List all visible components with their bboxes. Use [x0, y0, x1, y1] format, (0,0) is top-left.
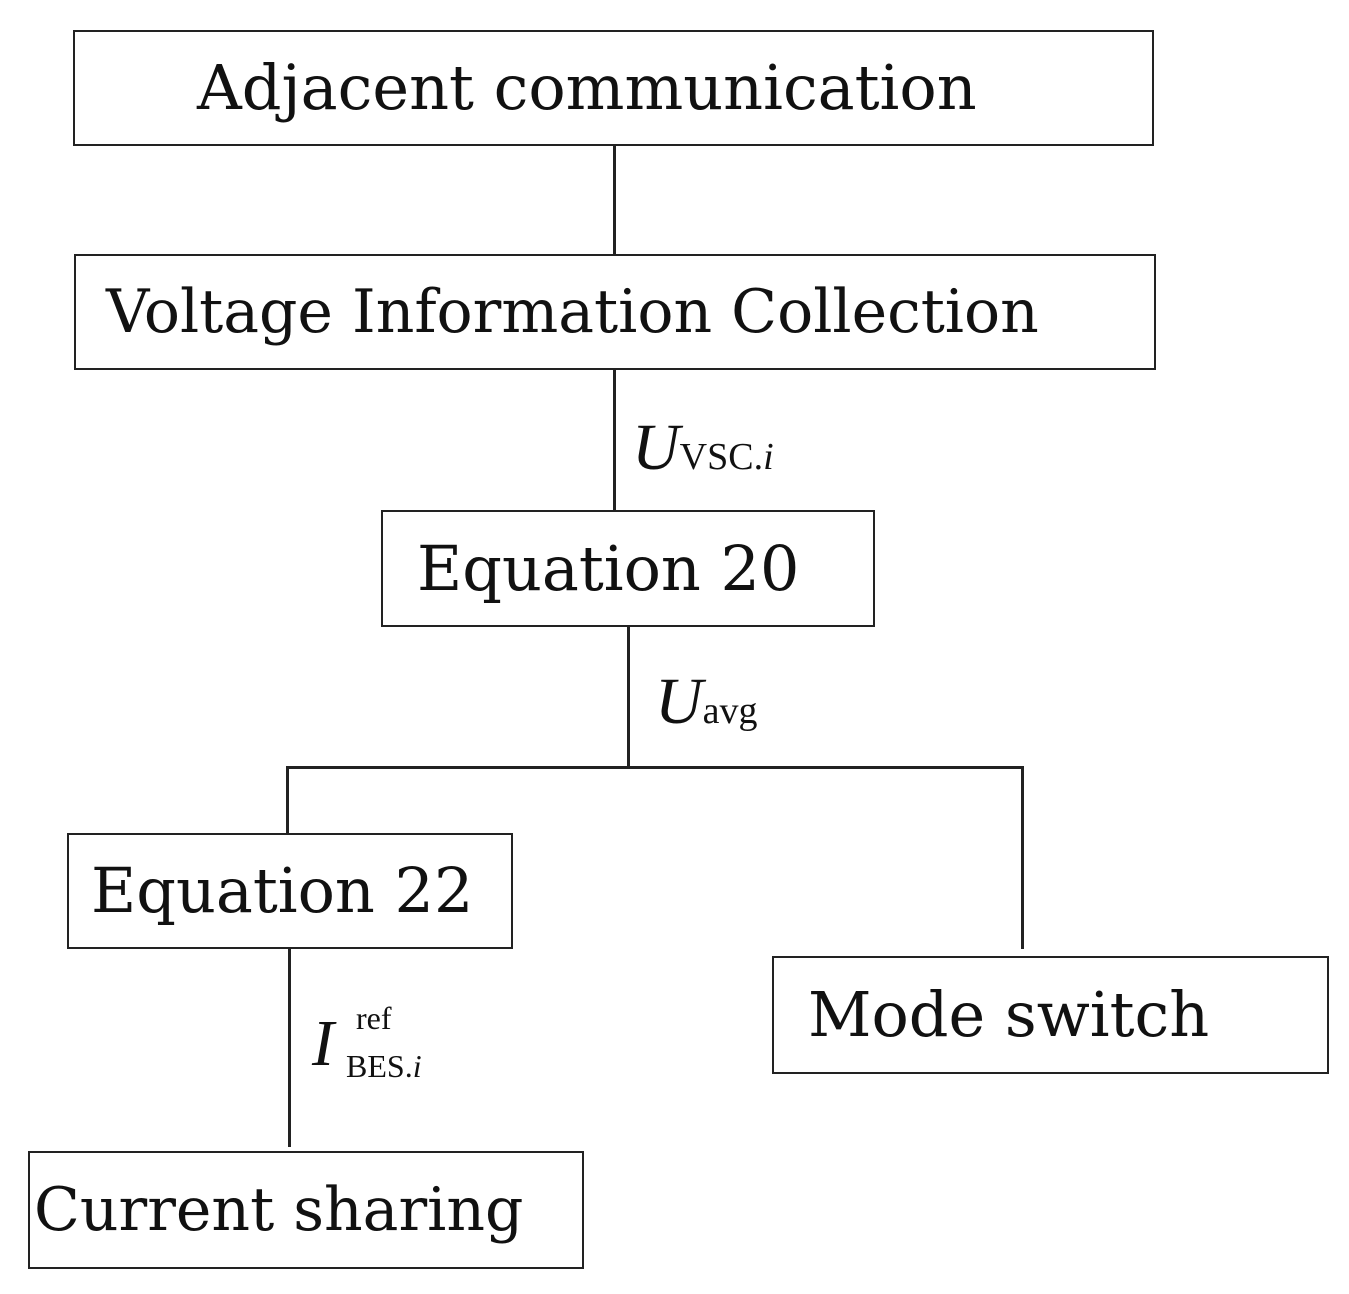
node-equation-20: Equation 20: [381, 510, 875, 627]
edge-label-i-bes-ref: I ref BES.i: [312, 1002, 492, 1092]
i-bes-symbol: I: [312, 1007, 334, 1080]
i-bes-subscript: BES.i: [346, 1050, 422, 1082]
node-adjacent-communication: Adjacent communication: [73, 30, 1154, 146]
node-equation-22-label: Equation 22: [91, 854, 474, 927]
node-adjacent-communication-label: Adjacent communication: [197, 51, 977, 124]
connector-split-to-equation-22: [286, 766, 289, 834]
i-bes-subscript-text: BES.: [346, 1048, 413, 1084]
u-vsc-symbol: U: [632, 411, 680, 484]
i-bes-superscript: ref: [356, 1000, 392, 1036]
u-vsc-subscript-index: i: [763, 436, 774, 478]
u-avg-subscript: avg: [702, 690, 758, 732]
edge-label-u-vsc: UVSC.i: [632, 410, 774, 486]
node-current-sharing-label: Current sharing: [34, 1175, 524, 1245]
u-vsc-subscript-text: VSC.: [679, 436, 764, 478]
node-current-sharing: Current sharing: [28, 1151, 584, 1269]
node-equation-22: Equation 22: [67, 833, 513, 949]
connector-adjacent-to-voltage: [613, 145, 616, 255]
connector-voltage-to-equation-20: [613, 369, 616, 511]
node-mode-switch: Mode switch: [772, 956, 1329, 1074]
connector-split-to-mode-switch: [1021, 766, 1024, 949]
node-voltage-information-collection-label: Voltage Information Collection: [106, 277, 1039, 347]
connector-split-horizontal: [286, 766, 1024, 769]
connector-equation-22-to-current-sharing: [288, 947, 291, 1147]
u-avg-symbol: U: [655, 665, 703, 738]
node-voltage-information-collection: Voltage Information Collection: [74, 254, 1156, 370]
u-vsc-subscript: VSC.i: [680, 436, 774, 478]
connector-equation-20-to-split: [627, 626, 630, 768]
node-equation-20-label: Equation 20: [417, 531, 800, 605]
i-bes-script-stack: ref BES.i: [346, 1002, 422, 1082]
edge-label-u-avg: Uavg: [655, 664, 758, 740]
node-mode-switch-label: Mode switch: [808, 978, 1210, 1051]
i-bes-subscript-index: i: [412, 1048, 422, 1084]
